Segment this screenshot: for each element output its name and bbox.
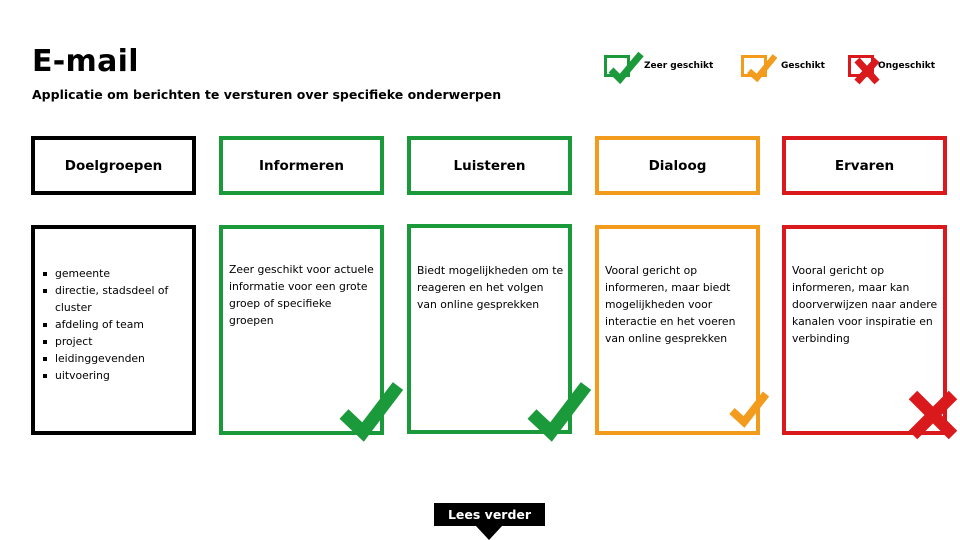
column-header-dialoog: Dialoog <box>595 136 760 195</box>
doelgroepen-list: gemeente directie, stadsdeel of cluster … <box>41 265 185 384</box>
ervaren-card: Vooral gericht op informeren, maar kan d… <box>782 225 947 435</box>
legend-ongeschikt-swatch <box>848 55 880 85</box>
dialoog-card: Vooral gericht op informeren, maar biedt… <box>595 225 760 435</box>
informeren-description: Zeer geschikt voor actuele informatie vo… <box>229 263 374 327</box>
column-header-informeren: Informeren <box>219 136 384 195</box>
informeren-card: Zeer geschikt voor actuele informatie vo… <box>219 225 384 435</box>
check-icon <box>339 382 404 442</box>
list-item: afdeling of team <box>41 316 185 333</box>
page-subtitle: Applicatie om berichten te versturen ove… <box>32 87 502 102</box>
dialoog-description: Vooral gericht op informeren, maar biedt… <box>605 264 736 345</box>
legend-ongeschikt: Ongeschikt <box>848 48 936 85</box>
lees-verder-button[interactable]: Lees verder <box>434 503 545 526</box>
ervaren-description: Vooral gericht op informeren, maar kan d… <box>792 264 938 345</box>
list-item: gemeente <box>41 265 185 282</box>
cross-icon <box>908 390 958 440</box>
column-header-label: Dialoog <box>648 157 707 174</box>
legend-zeer-geschikt-swatch <box>604 51 644 85</box>
cross-icon <box>854 57 880 85</box>
legend-ongeschikt-label: Ongeschikt <box>878 61 936 71</box>
column-header-ervaren: Ervaren <box>782 136 947 195</box>
column-header-label: Luisteren <box>453 157 526 174</box>
column-header-label: Informeren <box>258 157 345 174</box>
list-item: leidinggevenden <box>41 350 185 367</box>
check-icon <box>527 382 592 442</box>
legend-zeer-geschikt: Zeer geschikt <box>604 48 714 85</box>
page-title: E-mail <box>32 44 139 79</box>
luisteren-card: Biedt mogelijkheden om te reageren en he… <box>407 224 572 434</box>
column-header-label: Doelgroepen <box>64 157 163 174</box>
check-icon <box>729 391 770 428</box>
column-header-label: Ervaren <box>834 157 895 174</box>
legend-zeer-geschikt-label: Zeer geschikt <box>644 61 714 71</box>
legend-geschikt: Geschikt <box>741 48 825 84</box>
legend-geschikt-label: Geschikt <box>781 61 825 71</box>
column-header-doelgroepen: Doelgroepen <box>31 136 196 195</box>
list-item: directie, stadsdeel of cluster <box>41 282 185 316</box>
list-item: uitvoering <box>41 367 185 384</box>
luisteren-description: Biedt mogelijkheden om te reageren en he… <box>417 264 564 311</box>
arrow-down-icon[interactable] <box>476 526 502 540</box>
check-icon <box>608 51 644 85</box>
check-icon <box>747 54 778 83</box>
legend-geschikt-swatch <box>741 54 778 83</box>
list-item: project <box>41 333 185 350</box>
doelgroepen-card: gemeente directie, stadsdeel of cluster … <box>31 225 196 435</box>
column-header-luisteren: Luisteren <box>407 136 572 195</box>
